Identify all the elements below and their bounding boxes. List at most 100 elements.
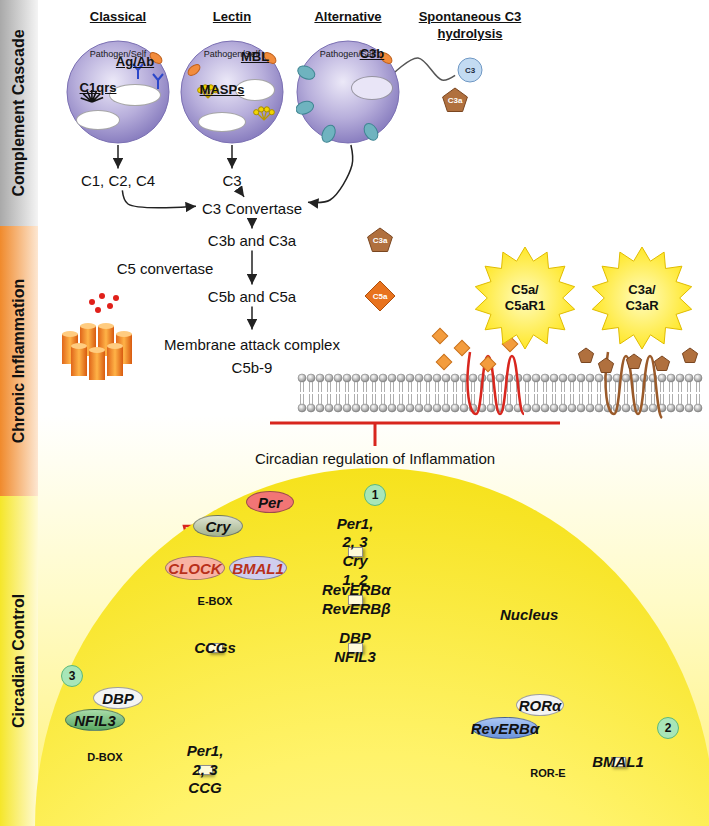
- lipid-tail: [373, 382, 376, 392]
- cascade-step: C5b and C5a: [204, 287, 300, 306]
- lipid-head: [460, 404, 468, 412]
- c3a-ligand: [626, 354, 641, 369]
- lipid-tail: [616, 382, 619, 392]
- lipid-tail: [625, 382, 628, 392]
- lipid-tail: [463, 382, 466, 392]
- lipid-tail: [319, 394, 322, 404]
- pathway-circle: AlternativePathogen/SelfC3b: [296, 40, 400, 144]
- node-text: CLOCK: [168, 560, 221, 577]
- lipid-tail: [346, 382, 349, 392]
- lipid-head: [433, 374, 441, 382]
- lipid-head: [325, 404, 333, 412]
- lipid-tail: [427, 382, 430, 392]
- lipid-head: [523, 374, 531, 382]
- c5a-ligand: [432, 328, 448, 344]
- c5a-ligand: [436, 354, 452, 370]
- lipid-head: [307, 374, 315, 382]
- protein-ellipse: RORα: [516, 694, 564, 716]
- c5a-ligand: [454, 340, 470, 356]
- mac-dot: [107, 303, 113, 309]
- gene-box: Per1, 2, 3 CCG: [198, 765, 213, 775]
- edge-label: C5 convertase: [117, 260, 214, 277]
- protein-ellipse: DBP: [93, 687, 143, 709]
- node-text: RORα: [519, 697, 562, 714]
- mac-dot: [113, 295, 119, 301]
- lipid-tail: [346, 394, 349, 404]
- lipid-tail: [391, 394, 394, 404]
- pathway-circle: ClassicalPathogen/SelfAg/AbC1qrs: [66, 40, 170, 144]
- gene-box: Per1, 2, 3 Cry 1, 2: [348, 547, 363, 557]
- lipid-head: [298, 374, 306, 382]
- lipid-tail: [688, 394, 691, 404]
- gene-box: RevERBα RevERBβ: [348, 595, 363, 605]
- node-text: Nucleus: [500, 606, 558, 623]
- lipid-tail: [472, 382, 475, 392]
- lipid-tail: [355, 382, 358, 392]
- lipid-tail: [364, 394, 367, 404]
- lipid-tail: [373, 394, 376, 404]
- lipid-tail: [364, 382, 367, 392]
- lipid-head: [568, 404, 576, 412]
- lipid-tail: [580, 382, 583, 392]
- lipid-tail: [499, 382, 502, 392]
- arrow-connector: [251, 251, 253, 285]
- lipid-head: [442, 404, 450, 412]
- lipid-head: [667, 404, 675, 412]
- node-text: C3a/ C3aR: [619, 282, 665, 313]
- mac-dot: [99, 293, 105, 299]
- node-text: Per1, 2, 3 CCG: [187, 742, 224, 798]
- lipid-tail: [661, 394, 664, 404]
- c5ar1-receptor: [468, 352, 524, 414]
- lipid-tail: [418, 382, 421, 392]
- lipid-tail: [526, 382, 529, 392]
- pathway-circle: LectinPathogen/SelfMBLMASPs: [180, 40, 284, 144]
- lipid-tail: [391, 382, 394, 392]
- lipid-head: [415, 404, 423, 412]
- protein-ellipse: Ag/Ab: [109, 84, 161, 106]
- lipid-head: [676, 374, 684, 382]
- lipid-tail: [661, 382, 664, 392]
- arrow-connector: [122, 190, 196, 207]
- lipid-tail: [679, 382, 682, 392]
- lipid-head: [586, 404, 594, 412]
- mbl-head: [254, 110, 259, 115]
- lipid-head: [370, 404, 378, 412]
- node-text: C3b: [360, 46, 385, 61]
- node-text: Classical: [90, 9, 146, 24]
- protein-ellipse: C3b: [351, 76, 393, 100]
- node-text: DBP NFIL3: [334, 629, 376, 667]
- lipid-tail: [400, 382, 403, 392]
- mac-cylinder: [107, 346, 123, 376]
- lipid-tail: [535, 382, 538, 392]
- lipid-tail: [562, 382, 565, 392]
- protein-ellipse: Per: [246, 491, 294, 513]
- lipid-tail: [508, 394, 511, 404]
- surface-blob: [361, 121, 380, 143]
- surface-marker: [186, 62, 202, 77]
- lipid-head: [334, 404, 342, 412]
- lipid-tail: [670, 394, 673, 404]
- lipid-head: [541, 404, 549, 412]
- c5a-ligand: [480, 356, 496, 372]
- lipid-head: [307, 404, 315, 412]
- lipid-tail: [328, 382, 331, 392]
- node-text: RevERBα: [471, 720, 540, 737]
- lipid-head: [550, 404, 558, 412]
- lipid-tail: [400, 394, 403, 404]
- lipid-tail: [328, 394, 331, 404]
- node-text: MASPs: [200, 82, 245, 97]
- lipid-head: [397, 374, 405, 382]
- mac-cylinder: [80, 323, 96, 329]
- lipid-tail: [463, 394, 466, 404]
- lipid-tail: [499, 394, 502, 404]
- lipid-tail: [625, 394, 628, 404]
- lipid-tail: [562, 394, 565, 404]
- lipid-head: [316, 374, 324, 382]
- lipid-head: [559, 374, 567, 382]
- protein-ellipse: MASPs: [198, 112, 246, 132]
- lipid-tail: [382, 382, 385, 392]
- node-text: Ag/Ab: [116, 54, 154, 69]
- lipid-tail: [598, 382, 601, 392]
- node-text: C3 Convertase: [202, 200, 302, 217]
- lipid-head: [388, 404, 396, 412]
